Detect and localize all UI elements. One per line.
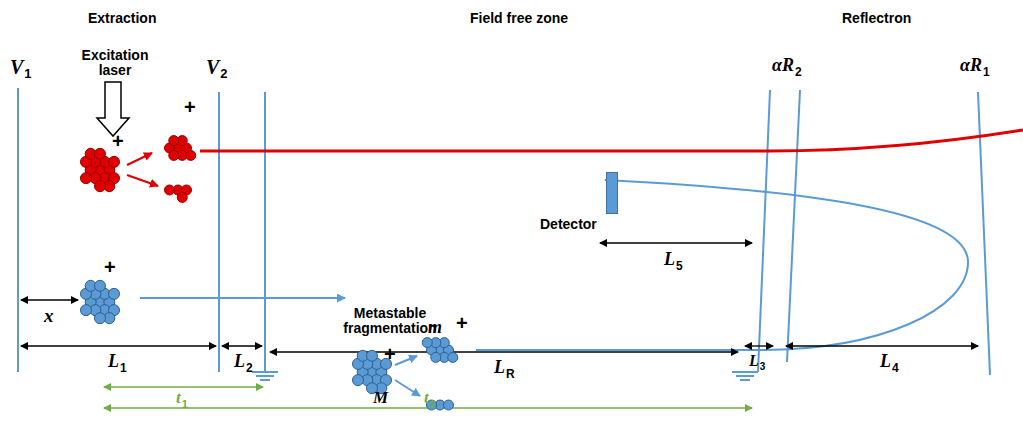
detector: Detector — [540, 172, 597, 232]
symbol-label: M — [373, 389, 388, 408]
subscript: 2 — [246, 362, 253, 375]
electrode-plates — [18, 88, 990, 380]
annotation: Metastable fragmentation — [340, 306, 440, 337]
symbol-label: L — [494, 358, 505, 378]
detector-label: Detector — [540, 216, 597, 232]
cluster-group — [80, 136, 457, 410]
symbol-label: L — [664, 250, 675, 270]
time-arrows — [104, 387, 752, 408]
symbol-label: t — [424, 389, 429, 408]
symbol-label: + — [384, 343, 396, 365]
symbol-label: V — [10, 56, 23, 78]
subscript: 1 — [983, 66, 990, 79]
symbol-label: x — [44, 306, 54, 327]
symbol-label: + — [456, 312, 468, 334]
subscript: 4 — [892, 362, 899, 375]
symbol-label: L — [234, 352, 245, 372]
symbol-label: + — [112, 130, 124, 152]
subscript: R — [506, 368, 515, 381]
section-label: Field free zone — [470, 11, 568, 26]
symbol-label: + — [104, 256, 116, 278]
subscript: 2 — [220, 67, 227, 81]
subscript: 2 — [430, 398, 436, 410]
subscript: 1 — [182, 398, 188, 410]
section-label: Reflectron — [842, 11, 911, 26]
dimension-arrows — [21, 243, 978, 352]
subscript: 2 — [795, 66, 802, 79]
symbol-label: L — [108, 352, 119, 372]
symbol-label: m — [428, 318, 442, 338]
symbol-label: αR — [960, 56, 982, 76]
ion-path-red — [200, 130, 1023, 151]
section-label: Excitation laser — [80, 48, 150, 79]
subscript: 1 — [24, 67, 31, 81]
laser-arrow — [97, 82, 129, 136]
subscript: 1 — [120, 362, 127, 375]
symbol-label: αR — [772, 56, 794, 76]
subscript: 5 — [676, 260, 683, 273]
detector-plate — [606, 172, 618, 214]
symbol-label: + — [184, 96, 196, 118]
symbol-label: L — [880, 352, 891, 372]
subscript: 3 — [760, 361, 766, 372]
ion-path-blue — [140, 180, 968, 396]
symbol-label: V — [206, 56, 219, 78]
symbol-label: t — [176, 389, 181, 408]
symbol-label: L — [749, 352, 759, 370]
section-label: Extraction — [88, 11, 156, 26]
